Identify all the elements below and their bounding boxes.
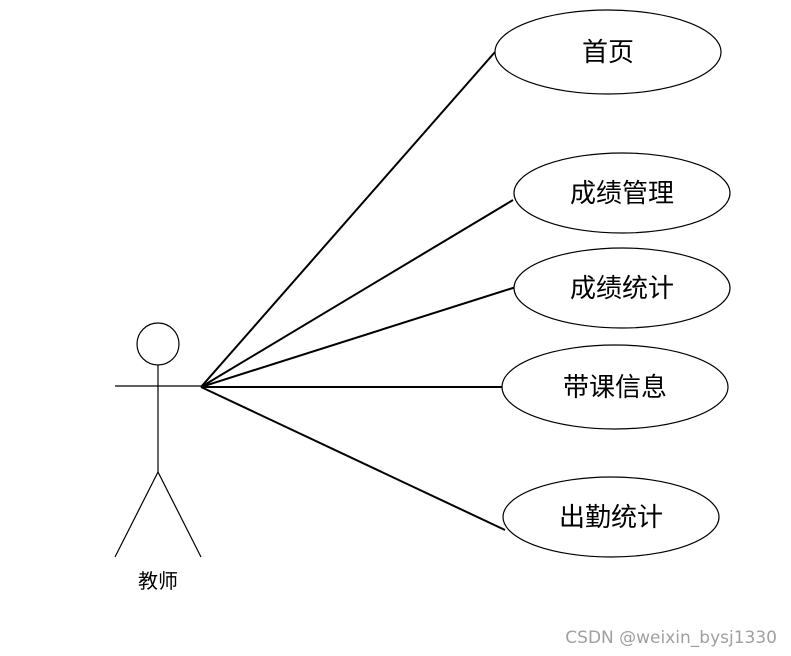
use-case-ellipse — [501, 344, 729, 430]
use-case-grade-management: 成绩管理 — [513, 152, 731, 234]
association-attendance-statistics — [200, 386, 506, 531]
use-case-course-info: 带课信息 — [501, 344, 729, 430]
use-case-ellipse — [513, 247, 731, 329]
use-case-label: 首页 — [582, 38, 634, 68]
use-case-ellipse — [513, 152, 731, 234]
watermark: CSDN @weixin_bysj1330 — [565, 628, 777, 648]
actor-teacher — [114, 322, 202, 558]
actor-left-leg — [114, 471, 159, 558]
association-grade-management — [200, 199, 514, 388]
use-case-label: 成绩统计 — [570, 274, 674, 304]
actor-right-leg — [157, 471, 202, 558]
associations — [200, 51, 517, 531]
association-home — [200, 51, 496, 388]
actor-label: 教师 — [138, 569, 178, 593]
use-case-home: 首页 — [494, 9, 722, 95]
use-case-ellipse — [502, 476, 720, 558]
actor-head — [136, 322, 180, 366]
association-grade-statistics — [200, 286, 517, 388]
use-case-ellipse — [494, 9, 722, 95]
use-case-label: 出勤统计 — [559, 503, 663, 533]
use-case-label: 带课信息 — [563, 373, 667, 403]
use-case-attendance-statistics: 出勤统计 — [502, 476, 720, 558]
use-case-grade-statistics: 成绩统计 — [513, 247, 731, 329]
use-case-label: 成绩管理 — [570, 179, 674, 209]
